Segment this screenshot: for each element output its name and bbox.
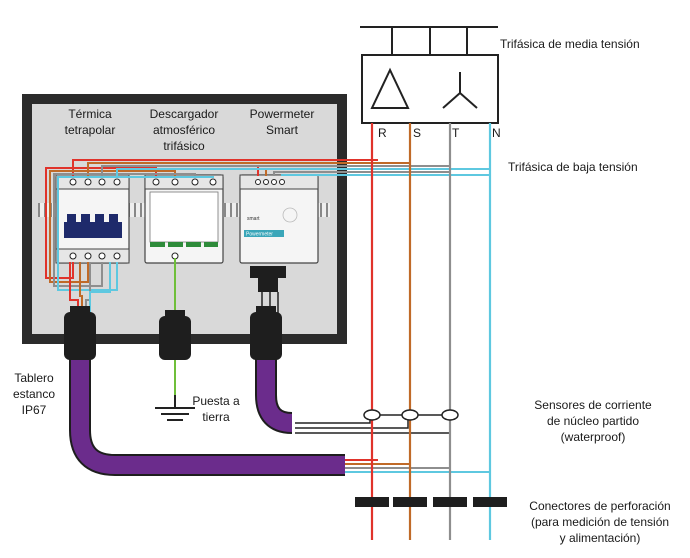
connectors-label-2: (para medición de tensión xyxy=(531,515,669,529)
sensors-label-2: de núcleo partido xyxy=(547,414,639,428)
enclosure-label-1: Tablero xyxy=(14,371,54,385)
piercing-connectors xyxy=(355,497,507,507)
connector-n xyxy=(473,497,507,507)
connector-s xyxy=(393,497,427,507)
cable-glands xyxy=(64,306,282,360)
sensor-t xyxy=(441,409,459,421)
arrester-label-3: trifásico xyxy=(163,139,205,153)
powermeter-label-2: Smart xyxy=(266,123,299,137)
wye-winding-icon xyxy=(442,72,478,109)
delta-winding-icon xyxy=(370,67,410,109)
phase-s-label: S xyxy=(413,126,421,140)
arrester-label-2: atmosférico xyxy=(153,123,215,137)
lv-supply-label: Trifásica de baja tensión xyxy=(508,160,638,174)
device-brand-text: smart xyxy=(247,216,260,222)
ground-label-2: tierra xyxy=(202,410,230,424)
device-tag-text: Powermeter xyxy=(246,232,273,238)
powermeter-module: smart Powermeter xyxy=(239,174,319,292)
conduits xyxy=(69,330,345,476)
breaker-label-2: tetrapolar xyxy=(65,123,116,137)
phase-lines xyxy=(370,123,492,540)
ground-symbol xyxy=(155,395,195,421)
mv-supply-label: Trifásica de media tensión xyxy=(500,37,640,51)
sensor-s xyxy=(401,409,419,421)
current-sensors xyxy=(363,409,459,421)
phase-r-label: R xyxy=(378,126,387,140)
enclosure-label-3: IP67 xyxy=(22,403,47,417)
surge-arrester-module xyxy=(144,174,224,264)
connectors-label-3: y alimentación) xyxy=(560,531,641,545)
sensors-label-3: (waterproof) xyxy=(561,430,626,444)
connector-r xyxy=(355,497,389,507)
breaker-module xyxy=(55,174,130,264)
breaker-label-1: Térmica xyxy=(68,107,112,121)
sensor-r xyxy=(363,409,381,421)
conduit-exit-wiring xyxy=(345,459,490,473)
transformer xyxy=(360,26,499,124)
sensors-label-1: Sensores de corriente xyxy=(534,398,652,412)
ground-label-1: Puesta a xyxy=(192,394,240,408)
enclosure-label-2: estanco xyxy=(13,387,55,401)
connectors-label-1: Conectores de perforación xyxy=(529,499,670,513)
connector-t xyxy=(433,497,467,507)
phase-t-label: T xyxy=(452,126,460,140)
phase-n-label: N xyxy=(492,126,501,140)
powermeter-label-1: Powermeter xyxy=(250,107,315,121)
arrester-label-1: Descargador xyxy=(150,107,219,121)
internal-wiring xyxy=(45,159,490,315)
